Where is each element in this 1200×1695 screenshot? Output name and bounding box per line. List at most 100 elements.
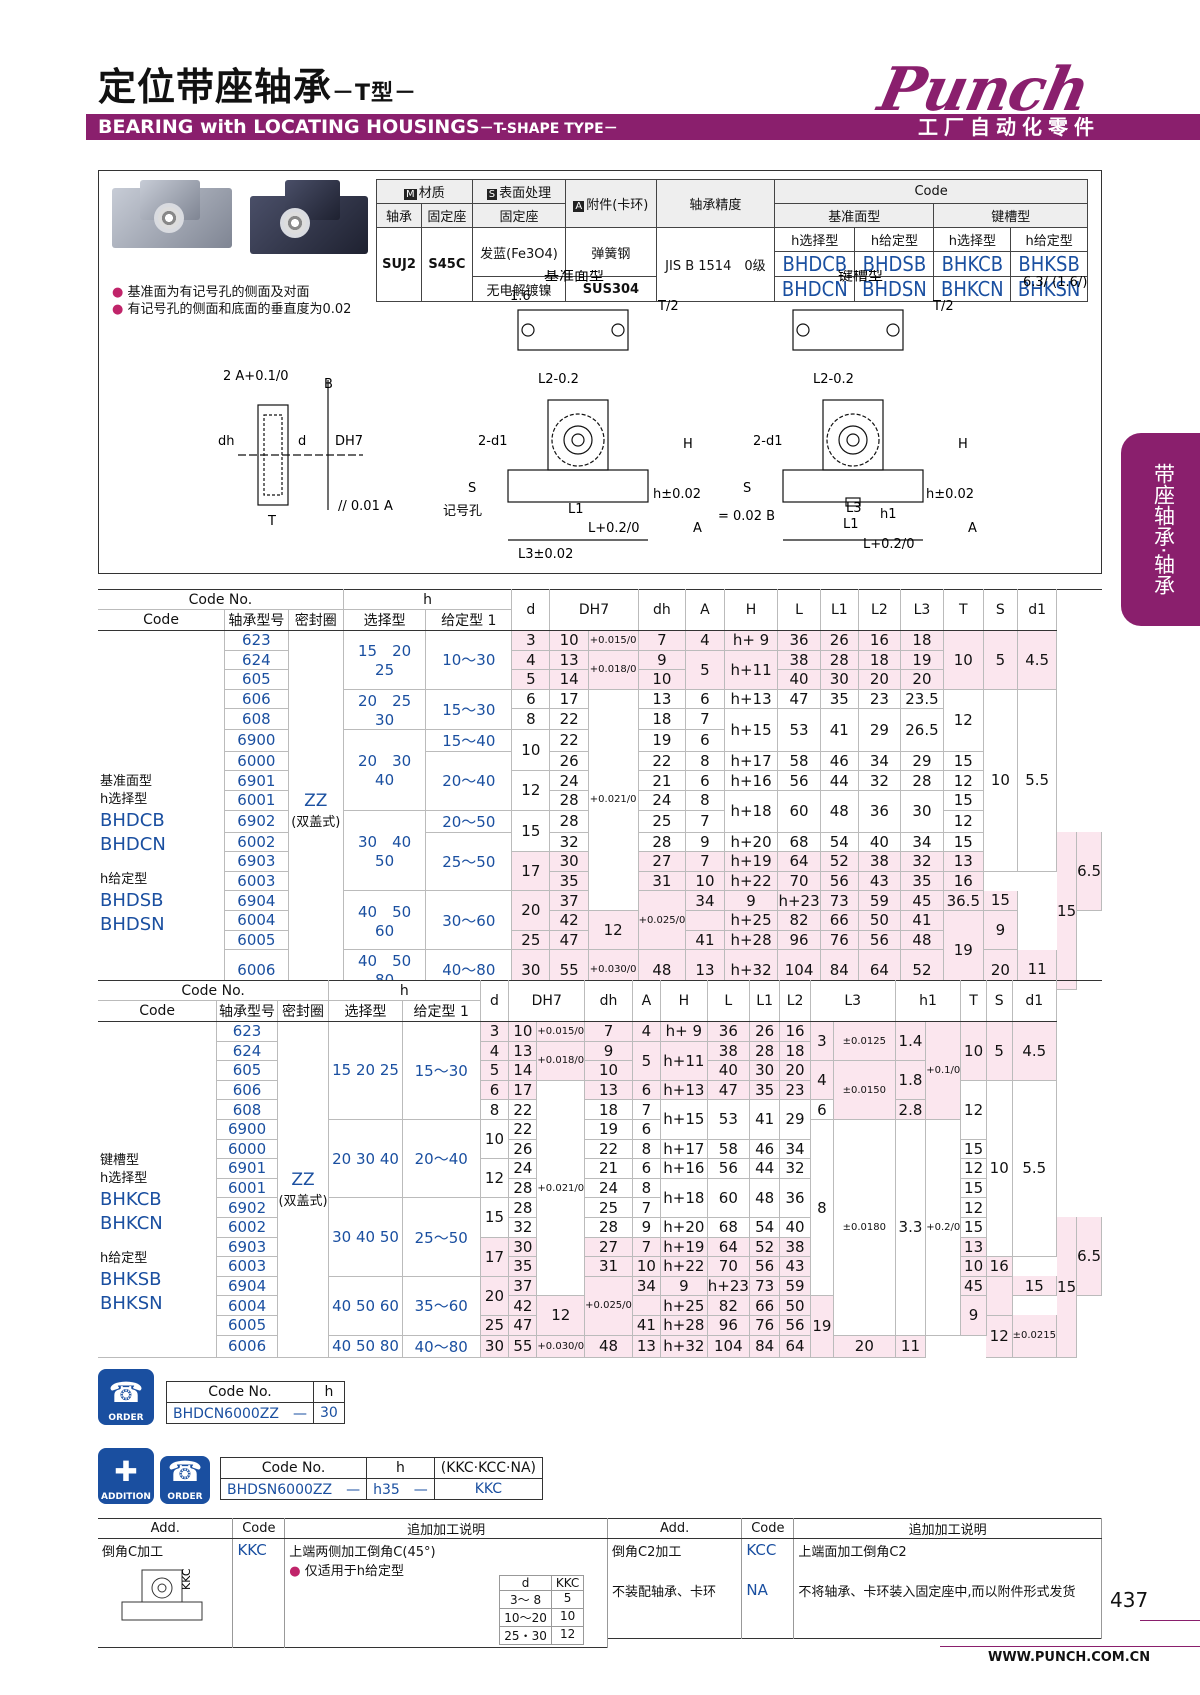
surface2: 无电解镀镍 [471,276,567,302]
kkc-diagram: KKC [121,1568,203,1621]
technical-drawing: 2 A+0.1/0 B dh d DH7 T // 0.01 A 基准面型 键槽… [218,270,1087,562]
order-example-2: Code No.h(KKC·KCC·NA) BHDSN6000ZZ —h35 —… [219,1457,544,1500]
model-6901: 6901 [224,770,289,791]
th-h: h [343,589,513,610]
title-cn: 定位带座轴承 [98,65,333,109]
footer-line [1140,1620,1200,1621]
model-6004: 6004 [224,910,289,931]
ord2-head-h: h [366,1457,435,1479]
add-na-code[interactable]: NA [741,1578,795,1639]
footer-url[interactable]: WWW.PUNCH.COM.CN [988,1650,1151,1665]
hfix-4: 20～40 [425,751,513,811]
dim-dh7: DH7 [335,434,363,449]
surface1: 发蓝(Fe3O4) [471,227,567,277]
th-dh: dh [638,589,687,631]
code-head: Code [774,179,1088,204]
model-6002: 6002 [224,832,289,853]
code-bhdcn[interactable]: BHDCN [774,276,856,302]
warning-icon: ● [112,285,124,300]
th-code: Code [98,609,226,631]
add-head-2: Add. [608,1518,743,1539]
phone-icon: ☎ [167,1455,203,1488]
add-kcc-name: 倒角C2加工 [608,1538,743,1579]
code-bhkcn[interactable]: BHKCN [933,276,1012,302]
th2-l2: L2 [779,980,811,1022]
model2-6004: 6004 [216,1295,278,1316]
th2-hh: H [660,980,708,1022]
model2-608: 608 [216,1099,278,1120]
model2-6002: 6002 [216,1217,278,1238]
hfix-6: 25～50 [425,832,513,892]
plus-icon: ✚ [114,1455,138,1488]
dim-s-key: S [743,481,751,496]
th-sel: 选择型 [343,609,427,631]
th2-d1: d1 [1012,980,1058,1022]
hfix-5: 20～50 [425,810,513,833]
hfix-3: 15～40 [425,729,513,752]
code-bhksb[interactable]: BHKSB [1010,251,1088,277]
housing2-head: 固定座 [471,203,567,228]
model2-6006: 6006 [216,1335,278,1358]
th-seal: 密封圈 [288,609,344,631]
code-bhdsn[interactable]: BHDSN [854,276,935,302]
dim-a: 2 A+0.1/0 [223,369,289,384]
code-bhdsb[interactable]: BHDSB [854,251,935,277]
datum-a: A [693,521,702,536]
th-d1: d1 [1017,589,1058,631]
dim-t2-key: T/2 [932,299,954,314]
hfix-2: 15～30 [425,689,513,730]
key-type-head: 键槽型 [933,203,1088,228]
ord1-value: BHDCN6000ZZ — [166,1402,314,1424]
page-title: 定位带座轴承－T型－ [98,56,417,111]
ord1-head-h: h [312,1381,345,1403]
th2-dh7: DH7 [508,980,586,1022]
th-l1: L1 [820,589,859,631]
model-6902: 6902 [224,810,289,833]
page-number: 437 [1110,1588,1149,1612]
ord1-h-value: 30 [312,1402,345,1424]
spec-frame [98,170,1102,574]
model-6003: 6003 [224,871,289,892]
code-bhksn[interactable]: BHKSN [1010,276,1088,302]
dim-t2: T/2 [657,299,679,314]
th2-d: d [480,980,510,1022]
th2-model: 轴承型号 [216,1000,278,1022]
ord2-head-code: Code No. [219,1457,368,1479]
title-en-suffix: －T-SHAPE TYPE－ [479,121,618,137]
dim-l2: L2-0.2 [538,372,579,387]
model-6005: 6005 [224,930,289,951]
acc1: 弹簧钢 [565,227,657,277]
model-606: 606 [224,689,289,710]
model-6001: 6001 [224,790,289,811]
dim-htol: h±0.02 [653,487,701,502]
th-d: d [511,589,551,631]
add-kcc-desc: 上端面加工倒角C2 [793,1538,1102,1579]
add-kcc-code[interactable]: KCC [741,1538,795,1579]
add-kkc-code[interactable]: KKC [232,1538,286,1648]
th-codeno: Code No. [98,589,344,610]
bearing-icon [154,203,184,233]
bearing-head: 轴承 [375,203,423,228]
th-fix: 给定型 1 [425,609,513,631]
note-2: ● 有记号孔的侧面和底面的垂直度为0.02 [112,302,352,317]
h-sel-head: h选择型 [774,227,856,252]
dim-dh: dh [218,434,235,449]
symmetry: = 0.02 B [718,509,775,524]
precision: JIS B 1514 0级 [655,227,776,302]
dim-l3: L3±0.02 [518,547,573,562]
parallelism: // 0.01 A [338,499,393,514]
model-608: 608 [224,708,289,730]
hfix2-1: 15～30 [402,1021,481,1120]
th2-code: Code [98,1000,218,1022]
hsel-3: 20 30 40 [343,729,427,811]
hfix-7: 30～60 [425,890,513,951]
warning-icon: ● [289,1564,301,1579]
side-tab[interactable]: 带座轴承·轴承 [1121,433,1200,626]
key-top-view [792,309,904,351]
rough-16: 1.6 [510,289,531,304]
order-icon-2: ☎ORDER [160,1455,210,1504]
th2-s: S [986,980,1013,1022]
th-hh: H [724,589,779,631]
ref-type-head: 基准面型 [774,203,935,228]
